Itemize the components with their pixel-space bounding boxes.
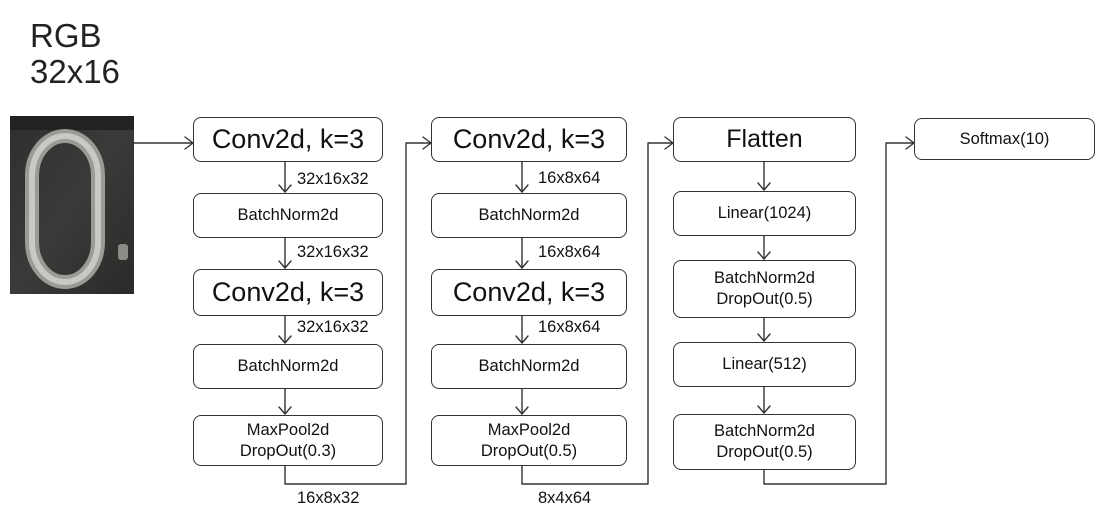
input-title-line1: RGB [30,17,102,54]
conv2d-block-2a: Conv2d, k=3 [431,117,627,162]
input-title-line2: 32x16 [30,53,120,90]
shape-label-1-out: 16x8x32 [297,489,360,507]
shape-label-1-2: 32x16x32 [297,243,369,261]
batchnorm-block-2a: BatchNorm2d [431,193,627,238]
conv2d-block-1b: Conv2d, k=3 [193,269,383,316]
shape-label-1-3: 32x16x32 [297,318,369,336]
shape-label-2-2: 16x8x64 [538,243,601,261]
batchnorm-block-1b: BatchNorm2d [193,344,383,389]
shape-label-1-1: 32x16x32 [297,170,369,188]
conv2d-block-1a: Conv2d, k=3 [193,117,383,162]
batchnorm-block-1a: BatchNorm2d [193,193,383,238]
input-digit-image [10,116,134,294]
linear-512-block: Linear(512) [673,342,856,387]
shape-label-2-out: 8x4x64 [538,489,592,507]
shape-label-2-3: 16x8x64 [538,318,601,336]
linear-1024-block: Linear(1024) [673,191,856,236]
batchnorm-block-2b: BatchNorm2d [431,344,627,389]
softmax-block: Softmax(10) [914,118,1095,160]
flatten-block: Flatten [673,117,856,162]
conv2d-block-2b: Conv2d, k=3 [431,269,627,316]
shape-label-2-1: 16x8x64 [538,169,601,187]
